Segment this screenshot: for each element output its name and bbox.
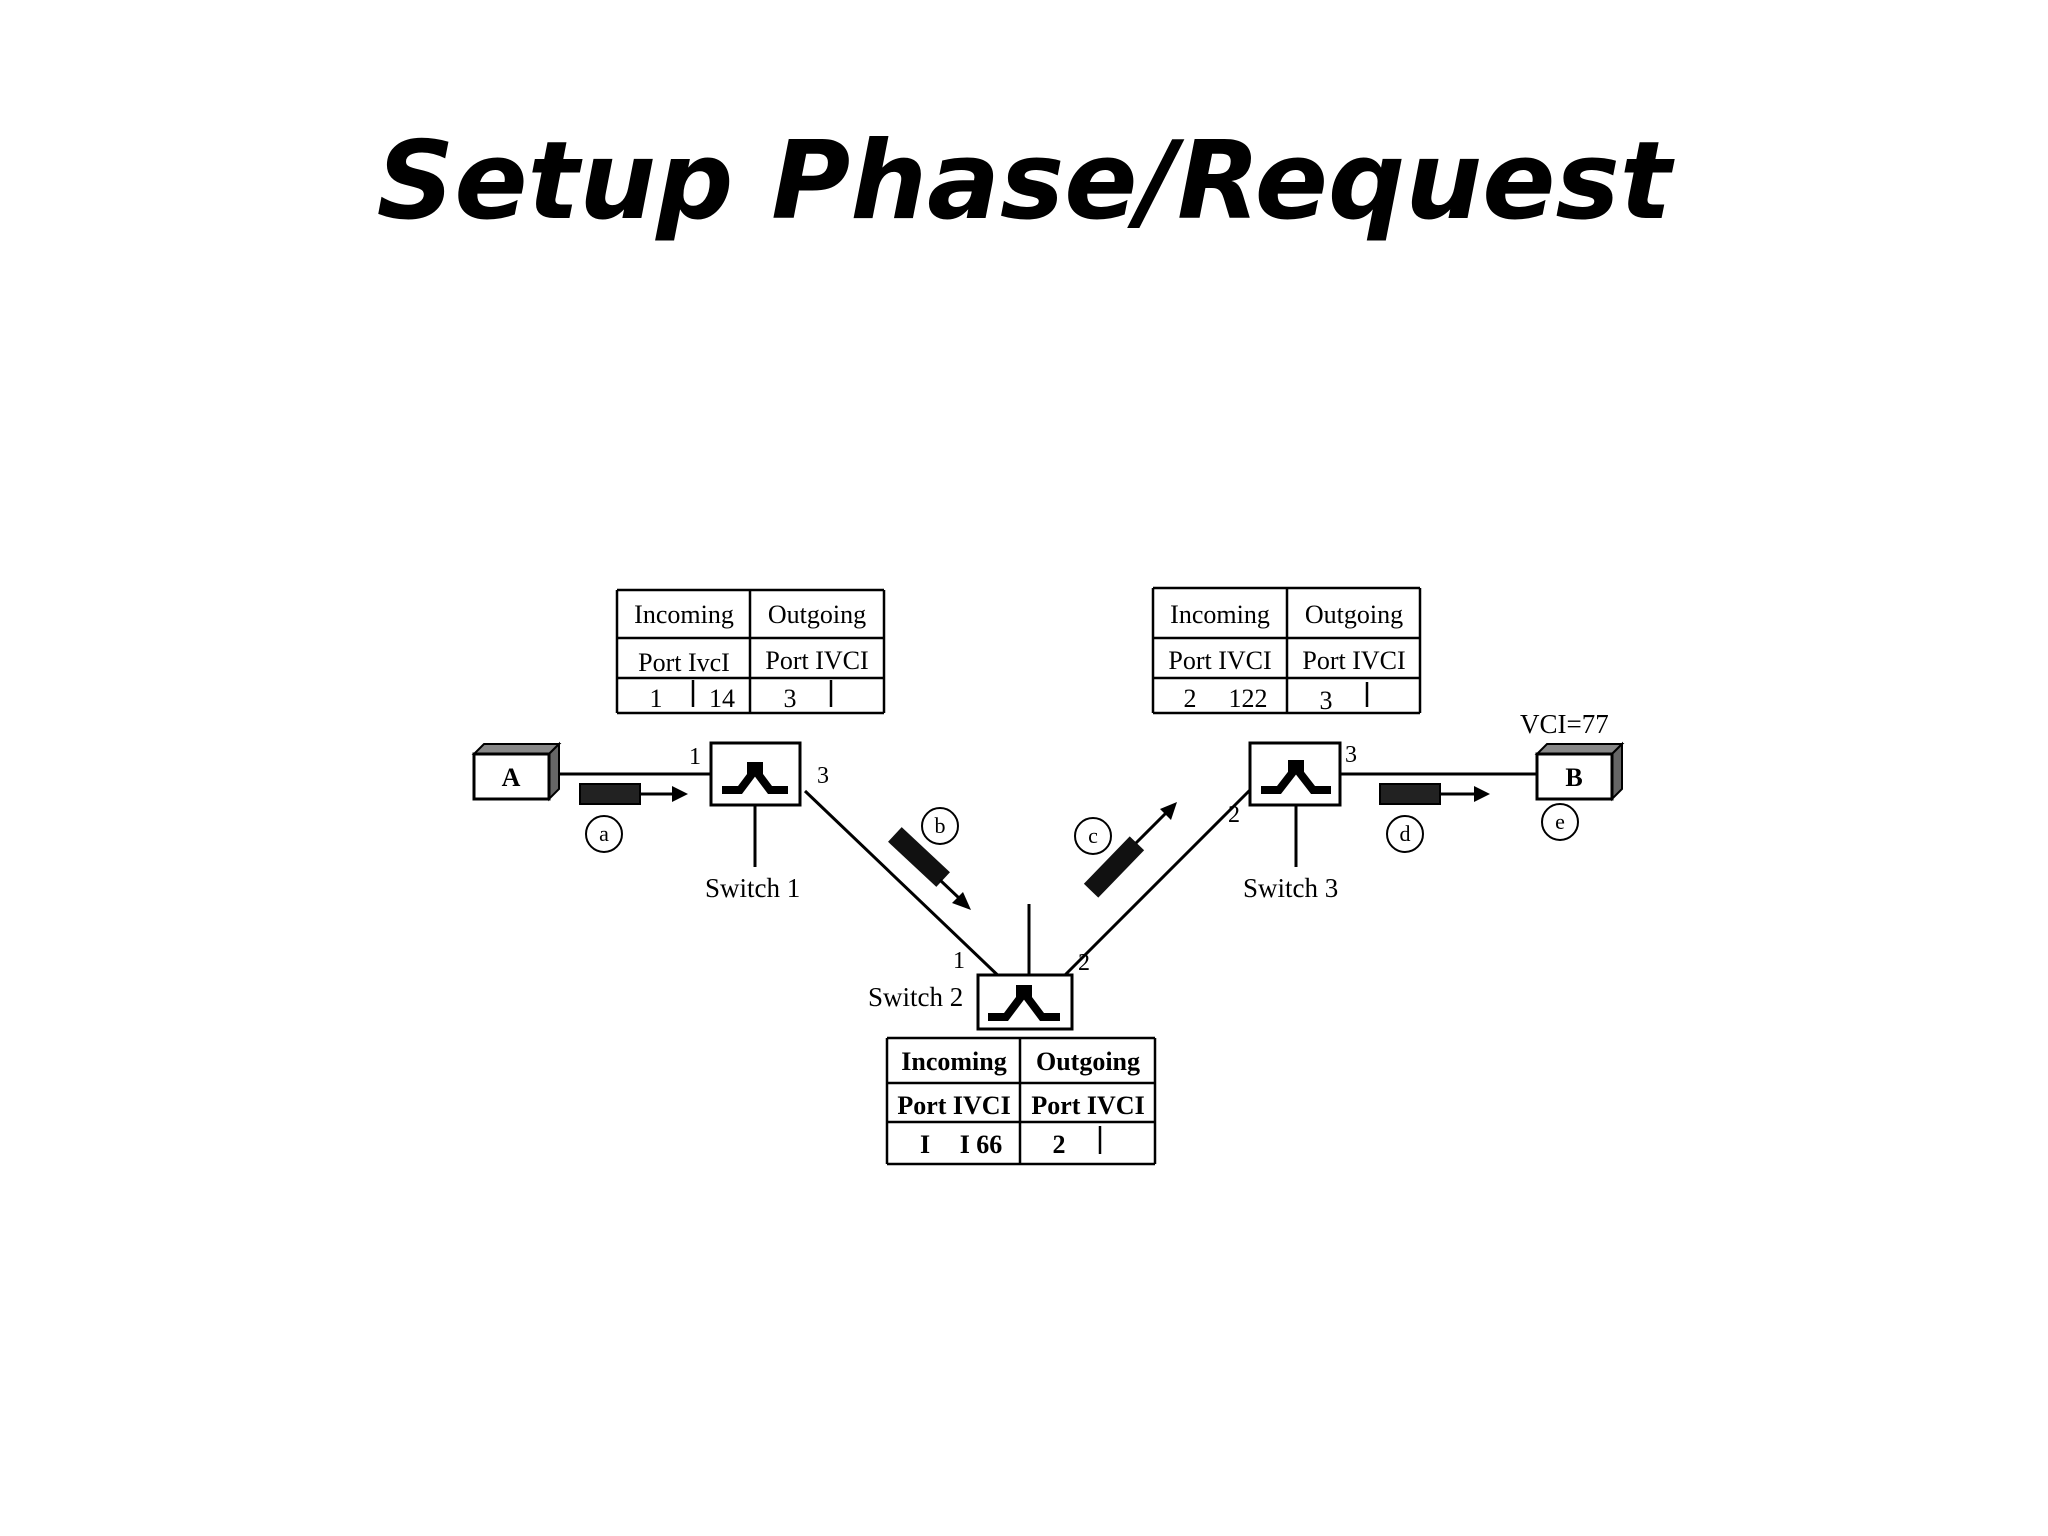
host-b-label: B xyxy=(1565,763,1582,792)
vc-table-switch-1: Incoming Outgoing Port IvcI Port IVCI 1 … xyxy=(615,588,886,715)
port-s1-left: 1 xyxy=(689,744,701,770)
link-switch2-switch3 xyxy=(1053,788,1252,987)
step-e: e xyxy=(1541,803,1579,841)
t1-incoming: Incoming xyxy=(634,600,734,629)
port-s3-right: 3 xyxy=(1345,742,1357,768)
t3-out-sub: Port IVCI xyxy=(1302,646,1405,675)
t1-outgoing: Outgoing xyxy=(768,600,866,629)
step-b-label: b xyxy=(935,813,946,838)
switch-3-label: Switch 3 xyxy=(1243,873,1338,903)
host-a: A xyxy=(471,741,562,802)
t2-out-port: 2 xyxy=(1053,1130,1066,1159)
link-switch1-switch2 xyxy=(803,789,1010,987)
port-s2-right: 2 xyxy=(1078,950,1090,976)
t1-out-sub: Port IVCI xyxy=(765,646,868,675)
t3-incoming: Incoming xyxy=(1170,600,1270,629)
t1-in-sub: Port IvcI xyxy=(638,648,730,677)
switch-2 xyxy=(976,973,1074,1031)
switch-1-label: Switch 1 xyxy=(705,873,800,903)
t2-outgoing: Outgoing xyxy=(1036,1047,1140,1076)
vci-label: VCI=77 xyxy=(1520,709,1609,739)
host-b: B xyxy=(1534,741,1625,802)
step-e-label: e xyxy=(1555,809,1565,834)
t3-in-port: 2 xyxy=(1184,684,1197,713)
step-d-label: d xyxy=(1400,821,1411,846)
packet-d xyxy=(1379,783,1490,805)
t2-in-vci: I 66 xyxy=(960,1130,1003,1159)
links xyxy=(553,772,1537,987)
t1-in-vci: 14 xyxy=(709,684,735,713)
t2-in-sub: Port IVCI xyxy=(897,1091,1010,1120)
port-s1-right: 3 xyxy=(817,763,829,789)
step-c-label: c xyxy=(1088,823,1098,848)
t3-in-sub: Port IVCI xyxy=(1168,646,1271,675)
port-s2-left: 1 xyxy=(953,948,965,974)
slide-title: Setup Phase/Request xyxy=(376,119,1672,244)
step-c: c xyxy=(1074,817,1112,855)
switch-3 xyxy=(1248,741,1342,807)
packet-b xyxy=(888,827,971,910)
t3-outgoing: Outgoing xyxy=(1305,600,1403,629)
step-b: b xyxy=(921,807,959,845)
switch-2-label: Switch 2 xyxy=(868,982,963,1012)
vc-table-switch-2: Incoming Outgoing Port IVCI Port IVCI I … xyxy=(885,1036,1157,1166)
packet-c xyxy=(1083,802,1177,898)
packet-a xyxy=(579,783,688,805)
step-d: d xyxy=(1386,815,1424,853)
t2-out-sub: Port IVCI xyxy=(1031,1091,1144,1120)
t2-in-port: I xyxy=(920,1130,930,1159)
t3-out-port: 3 xyxy=(1320,686,1333,715)
t3-in-vci: 122 xyxy=(1229,684,1268,713)
step-a-label: a xyxy=(599,821,609,846)
t2-incoming: Incoming xyxy=(901,1047,1006,1076)
vc-table-switch-3: Incoming Outgoing Port IVCI Port IVCI 2 … xyxy=(1151,586,1422,715)
t1-in-port: 1 xyxy=(650,684,663,713)
switch-1 xyxy=(709,741,802,807)
port-s3-left: 2 xyxy=(1228,802,1240,828)
host-a-label: A xyxy=(502,763,521,792)
t1-out-port: 3 xyxy=(784,684,797,713)
step-a: a xyxy=(585,815,623,853)
